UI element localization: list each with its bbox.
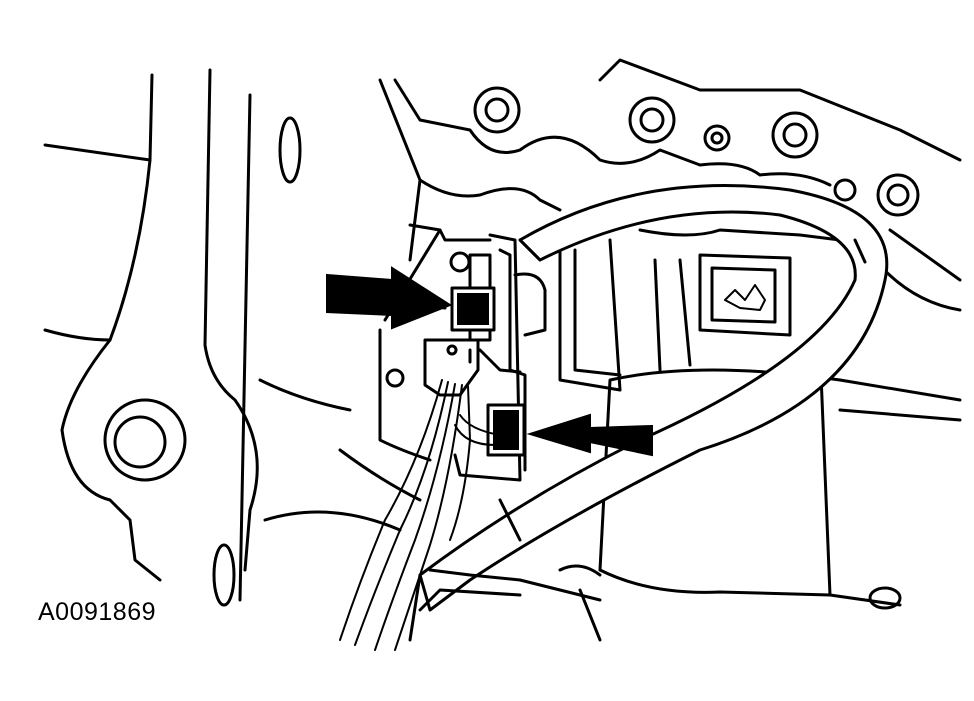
arrow-lower-connector — [526, 413, 653, 457]
lower-cover — [258, 378, 602, 642]
fluid-tube — [418, 184, 889, 612]
lower-connector — [486, 403, 526, 457]
upper-connector — [450, 286, 496, 332]
transmission-housing — [378, 58, 962, 312]
arrow-upper-connector — [326, 266, 453, 330]
wiring-plug — [423, 338, 480, 397]
figure-id-label: A0091869 — [38, 598, 157, 626]
mounting-bracket — [43, 68, 302, 607]
solenoid-body — [558, 228, 962, 610]
